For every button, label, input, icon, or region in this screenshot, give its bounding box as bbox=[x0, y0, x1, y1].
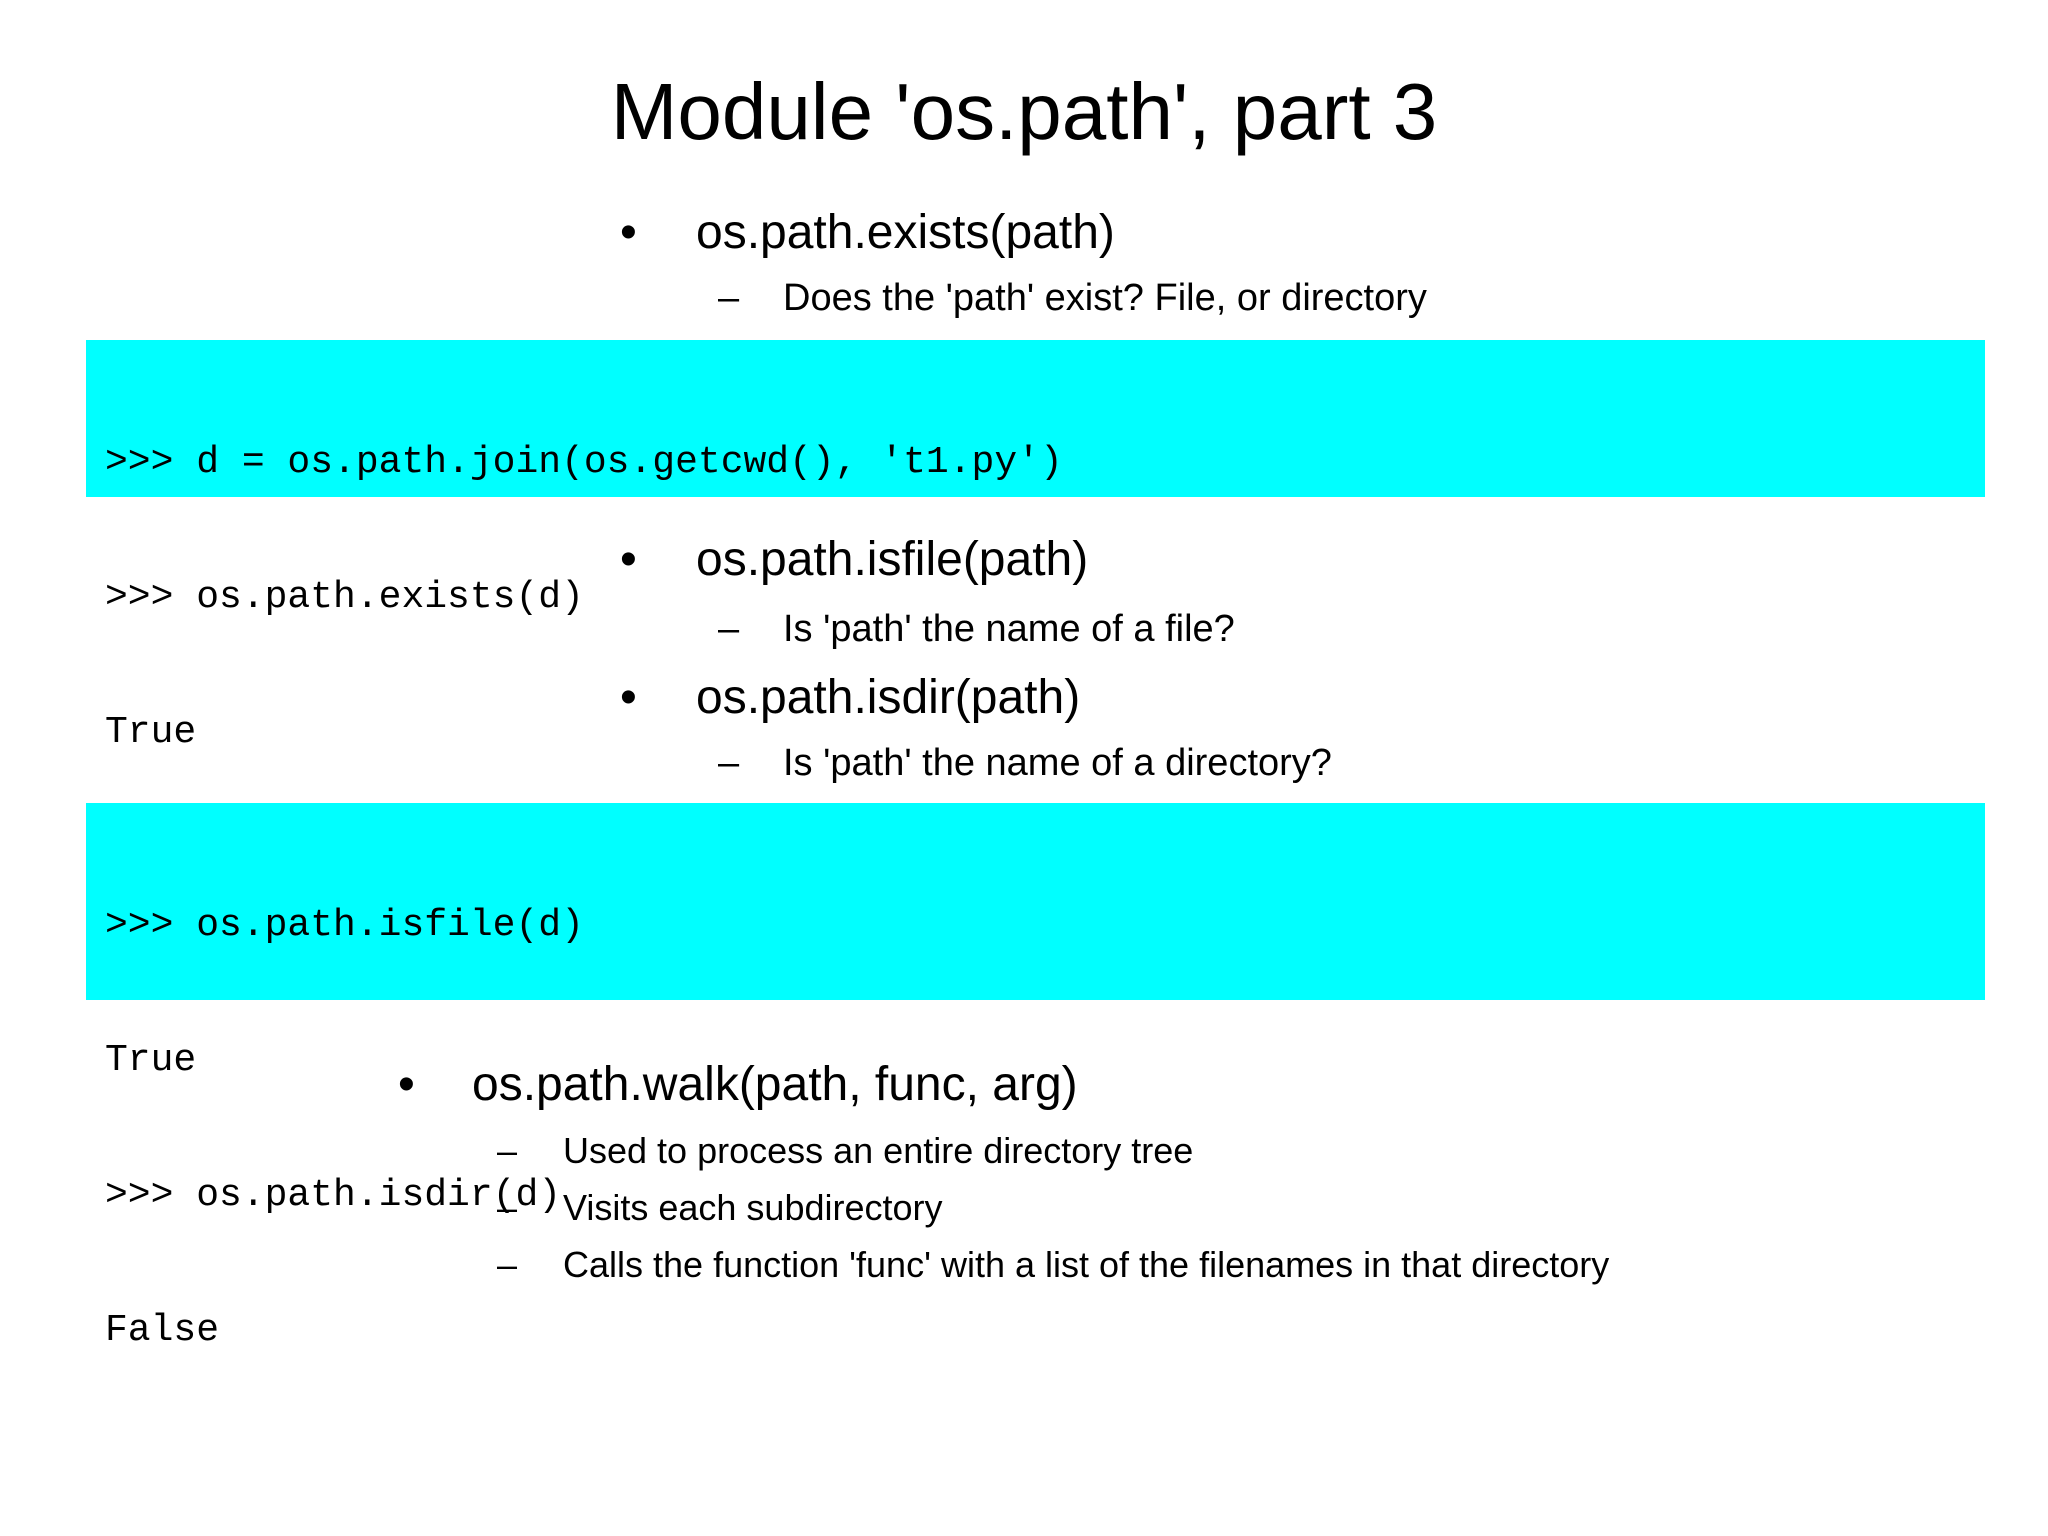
bullet-dot-icon: • bbox=[620, 671, 637, 724]
bullet-os-path-isfile-label: os.path.isfile(path) bbox=[696, 533, 1089, 586]
subbullet-walk-3: – Calls the function 'func' with a list o… bbox=[497, 1244, 1610, 1285]
subbullet-walk-1: – Used to process an entire directory tre… bbox=[497, 1130, 1194, 1171]
subbullet-walk-2: – Visits each subdirectory bbox=[497, 1187, 943, 1228]
subbullet-walk-3-label: Calls the function 'func' with a list of… bbox=[563, 1244, 1610, 1285]
subbullet-exists-description: – Does the 'path' exist? File, or directo… bbox=[718, 277, 1427, 320]
code-line: >>> os.path.exists(d) bbox=[105, 576, 584, 619]
subbullet-exists-label: Does the 'path' exist? File, or director… bbox=[783, 277, 1427, 319]
subbullet-isdir-label: Is 'path' the name of a directory? bbox=[783, 742, 1332, 784]
bullet-dot-icon: • bbox=[620, 533, 637, 586]
slide-title: Module 'os.path', part 3 bbox=[610, 67, 1438, 156]
dash-icon: – bbox=[718, 608, 740, 650]
bullet-os-path-exists-label: os.path.exists(path) bbox=[696, 206, 1115, 259]
bullet-dot-icon: • bbox=[620, 206, 637, 259]
code-line: >>> os.path.isdir(d) bbox=[105, 1174, 562, 1217]
subbullet-isfile-label: Is 'path' the name of a file? bbox=[783, 608, 1235, 650]
dash-icon: – bbox=[497, 1244, 518, 1285]
bullet-dot-icon: • bbox=[398, 1058, 415, 1111]
subbullet-isfile-description: – Is 'path' the name of a file? bbox=[718, 608, 1235, 651]
code-line: False bbox=[105, 1309, 220, 1352]
bullet-os-path-walk-label: os.path.walk(path, func, arg) bbox=[472, 1058, 1078, 1111]
subbullet-walk-1-label: Used to process an entire directory tree bbox=[563, 1130, 1194, 1171]
bullet-os-path-isfile: • os.path.isfile(path) bbox=[620, 533, 1088, 587]
dash-icon: – bbox=[497, 1187, 518, 1228]
bullet-os-path-isdir-label: os.path.isdir(path) bbox=[696, 671, 1081, 724]
dash-icon: – bbox=[718, 742, 740, 784]
code-line: True bbox=[105, 711, 197, 754]
subbullet-walk-2-label: Visits each subdirectory bbox=[563, 1187, 943, 1228]
bullet-os-path-walk: • os.path.walk(path, func, arg) bbox=[398, 1058, 1078, 1112]
dash-icon: – bbox=[718, 277, 740, 319]
dash-icon: – bbox=[497, 1130, 518, 1171]
bullet-os-path-exists: • os.path.exists(path) bbox=[620, 206, 1115, 260]
code-line: >>> os.path.isfile(d) bbox=[105, 904, 584, 947]
code-block-exists-example: >>> d = os.path.join(os.getcwd(), 't1.py… bbox=[86, 340, 1985, 754]
bullet-os-path-isdir: • os.path.isdir(path) bbox=[620, 671, 1080, 725]
code-line: True bbox=[105, 1039, 197, 1082]
code-block-isfile-isdir-example: >>> os.path.isfile(d) True >>> os.path.i… bbox=[86, 803, 1985, 1352]
code-line: >>> d = os.path.join(os.getcwd(), 't1.py… bbox=[105, 441, 1063, 484]
subbullet-isdir-description: – Is 'path' the name of a directory? bbox=[718, 742, 1332, 785]
